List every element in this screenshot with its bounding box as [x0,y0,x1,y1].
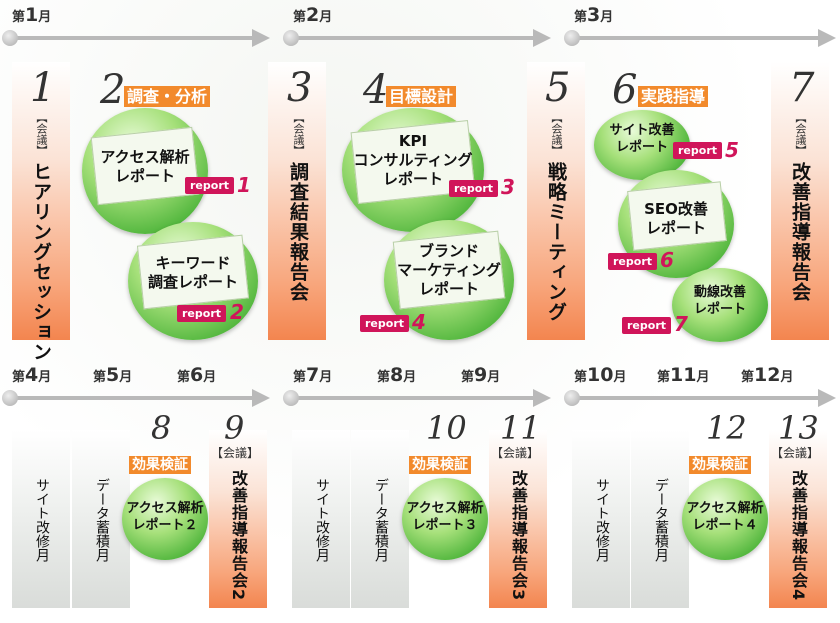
month-label-11: 第11月 [657,364,710,386]
step-11-bar [489,430,547,608]
step-7-bar [771,62,829,340]
data-month-bar [351,430,409,608]
month-label-5: 第5月 [93,364,133,386]
report-1-badge: report [185,177,234,194]
meeting-tag: 【会議】 [771,446,820,460]
month-label-2: 第2月 [293,4,333,26]
step-7-title: 改善指導報告会 [789,162,811,302]
meeting-tag: 【会議】 [35,112,48,156]
step-9-title: 改善指導報告会2 [229,470,248,602]
step-8-phase: 効果検証 [129,456,191,474]
step-9-bar [209,430,267,608]
month-label-8: 第8月 [377,364,417,386]
report-circle-b2 [402,478,488,560]
report-4-number: 4 [412,310,426,334]
step-11-number: 11 [500,409,541,447]
timeline-arrow-1 [2,28,270,48]
meeting-tag: 【会議】 [794,112,807,156]
timeline-arrow-6 [564,388,836,408]
step-8-number: 8 [151,409,172,447]
step-1-number: 1 [30,65,56,111]
data-month-label: データ蓄積月 [94,478,110,562]
report-5-badge: report [673,142,722,159]
report-7-label: 動線改善レポート [693,285,746,317]
step-2-number: 2 [100,67,126,113]
step-13-number: 13 [778,409,819,447]
timeline-arrow-5 [283,388,551,408]
month-label-9: 第9月 [461,364,501,386]
timeline-arrow-4 [2,388,270,408]
step-2-phase: 調査・分析 [124,86,211,107]
report-3-number: 3 [501,175,515,199]
meeting-tag: 【会議】 [292,112,305,156]
report-4-label: ブランドマーケティングレポート [397,242,501,298]
month-label-10: 第10月 [574,364,627,386]
report-6-badge: report [608,253,657,270]
bottom-report-3-label: アクセス解析レポート４ [686,501,764,533]
step-11-title: 改善指導報告会3 [509,470,528,602]
step-7-number: 7 [789,65,815,111]
month-label-6: 第6月 [177,364,217,386]
report-6-label: SEO改善レポート [644,200,708,237]
timeline-arrow-2 [283,28,551,48]
step-3-title: 調査結果報告会 [287,162,309,302]
report-2-number: 2 [230,300,244,324]
report-circle-7 [672,268,768,342]
data-month-bar [72,430,130,608]
step-3-number: 3 [287,65,313,111]
report-5-number: 5 [725,138,739,162]
step-1-title: ヒアリングセッション [30,162,52,362]
step-12-number: 12 [706,409,747,447]
report-4-badge: report [360,315,409,332]
step-5-title: 戦略ミーティング [545,162,567,322]
step-13-bar [769,430,827,608]
bottom-report-2-label: アクセス解析レポート３ [406,501,484,533]
report-6-number: 6 [660,248,674,272]
meeting-tag: 【会議】 [550,112,563,156]
step-12-phase: 効果検証 [689,456,751,474]
site-month-label: サイト改修月 [34,478,50,562]
report-3-badge: report [449,180,498,197]
step-4-phase: 目標設計 [386,86,457,107]
month-label-7: 第7月 [293,364,333,386]
report-1-number: 1 [237,173,251,197]
report-2-label: キーワード調査レポート [147,254,238,291]
meeting-tag: 【会議】 [491,446,540,460]
step-10-phase: 効果検証 [409,456,471,474]
month-label-4: 第4月 [12,364,52,386]
bottom-report-1-label: アクセス解析レポート２ [126,501,204,533]
site-month-bar [292,430,350,608]
step-5-number: 5 [545,65,571,111]
step-13-title: 改善指導報告会4 [789,470,808,602]
step-6-phase: 実践指導 [638,86,709,107]
month-label-1: 第1月 [12,4,52,26]
report-circle-b3 [682,478,768,560]
report-5-label: サイト改善レポート [609,123,675,155]
step-10-number: 10 [426,409,467,447]
step-3-bar [268,62,326,340]
step-9-number: 9 [224,409,245,447]
step-1-bar [12,62,70,340]
data-month-label: データ蓄積月 [653,478,669,562]
site-month-bar [572,430,630,608]
site-month-bar [12,430,70,608]
report-1-label: アクセス解析レポート [100,148,190,185]
month-label-3: 第3月 [574,4,614,26]
step-6-number: 6 [612,67,638,113]
meeting-tag: 【会議】 [211,446,260,460]
site-month-label: サイト改修月 [314,478,330,562]
step-4-number: 4 [363,67,389,113]
report-7-number: 7 [674,312,688,336]
report-2-badge: report [177,305,226,322]
report-7-badge: report [622,317,671,334]
report-circle-b1 [122,478,208,560]
timeline-arrow-3 [564,28,836,48]
data-month-bar [631,430,689,608]
step-5-bar [527,62,585,340]
month-label-12: 第12月 [741,364,794,386]
site-month-label: サイト改修月 [594,478,610,562]
data-month-label: データ蓄積月 [373,478,389,562]
